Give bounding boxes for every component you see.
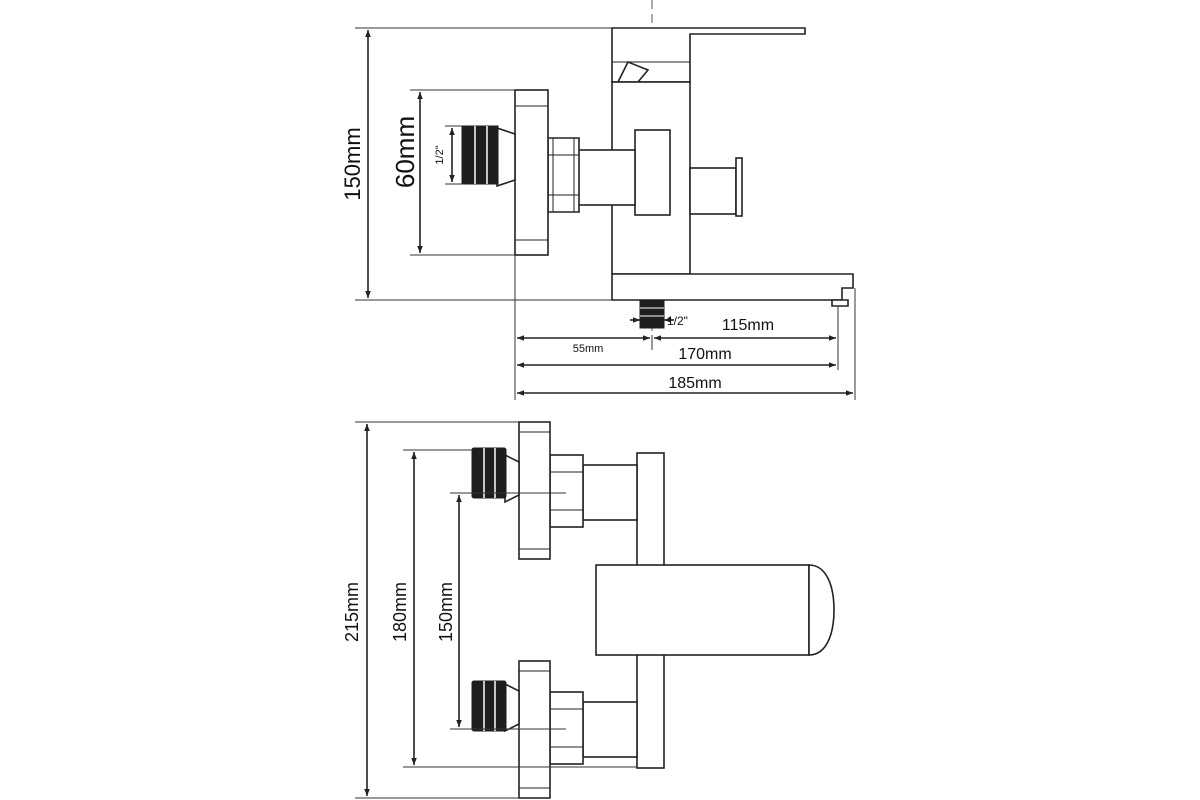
outlet-thread xyxy=(639,299,665,329)
min-spacing-dimension: 150mm xyxy=(436,492,566,730)
lower-hex-nut xyxy=(549,691,584,765)
inlet-eccentric xyxy=(461,125,516,188)
upper-inlet-assembly xyxy=(471,421,638,560)
total-depth-label: 185mm xyxy=(668,375,721,392)
upper-inlet-thread xyxy=(471,447,507,499)
hex-nut xyxy=(547,137,580,213)
lower-inlet-thread xyxy=(471,680,507,732)
upper-flange xyxy=(518,421,551,560)
total-width-label: 215mm xyxy=(342,582,362,642)
max-spacing-dimension: 180mm xyxy=(390,449,637,768)
connecting-arm xyxy=(577,149,636,206)
spout-reach-label: 115mm xyxy=(722,317,774,334)
total-depth-dimension: 185mm xyxy=(517,375,853,396)
height-dimension: 150mm xyxy=(340,27,612,301)
outlet-thread-dimension: 1/2" xyxy=(630,314,688,328)
reach-to-outlet-label: 170mm xyxy=(678,346,731,363)
outlet-thread-label: 1/2" xyxy=(667,314,688,328)
upper-hex-nut xyxy=(549,454,584,528)
inlet-spacing-dimension: 60mm xyxy=(390,89,515,256)
inlet-thread-label: 1/2" xyxy=(434,145,446,164)
side-view: 150mm 60mm 1/2" 1/2" xyxy=(340,0,856,400)
reach-to-outlet-dimension: 170mm xyxy=(517,346,836,368)
offset-and-reach-dimension: 55mm 115mm xyxy=(517,317,836,355)
center-offset-label: 55mm xyxy=(573,343,604,355)
diverter-knob xyxy=(689,157,743,217)
height-label: 150mm xyxy=(340,127,365,200)
top-view-spout xyxy=(595,564,835,656)
min-spacing-label: 150mm xyxy=(436,582,456,642)
max-spacing-label: 180mm xyxy=(390,582,410,642)
total-width-dimension: 215mm xyxy=(342,421,550,799)
cartridge-window xyxy=(634,129,671,216)
cover-flange xyxy=(514,89,549,256)
lever-handle xyxy=(611,27,806,83)
inlet-spacing-label: 60mm xyxy=(390,116,420,188)
inlet-thread-dimension: 1/2" xyxy=(434,125,462,185)
top-view: 215mm 180mm 150mm xyxy=(342,421,835,799)
